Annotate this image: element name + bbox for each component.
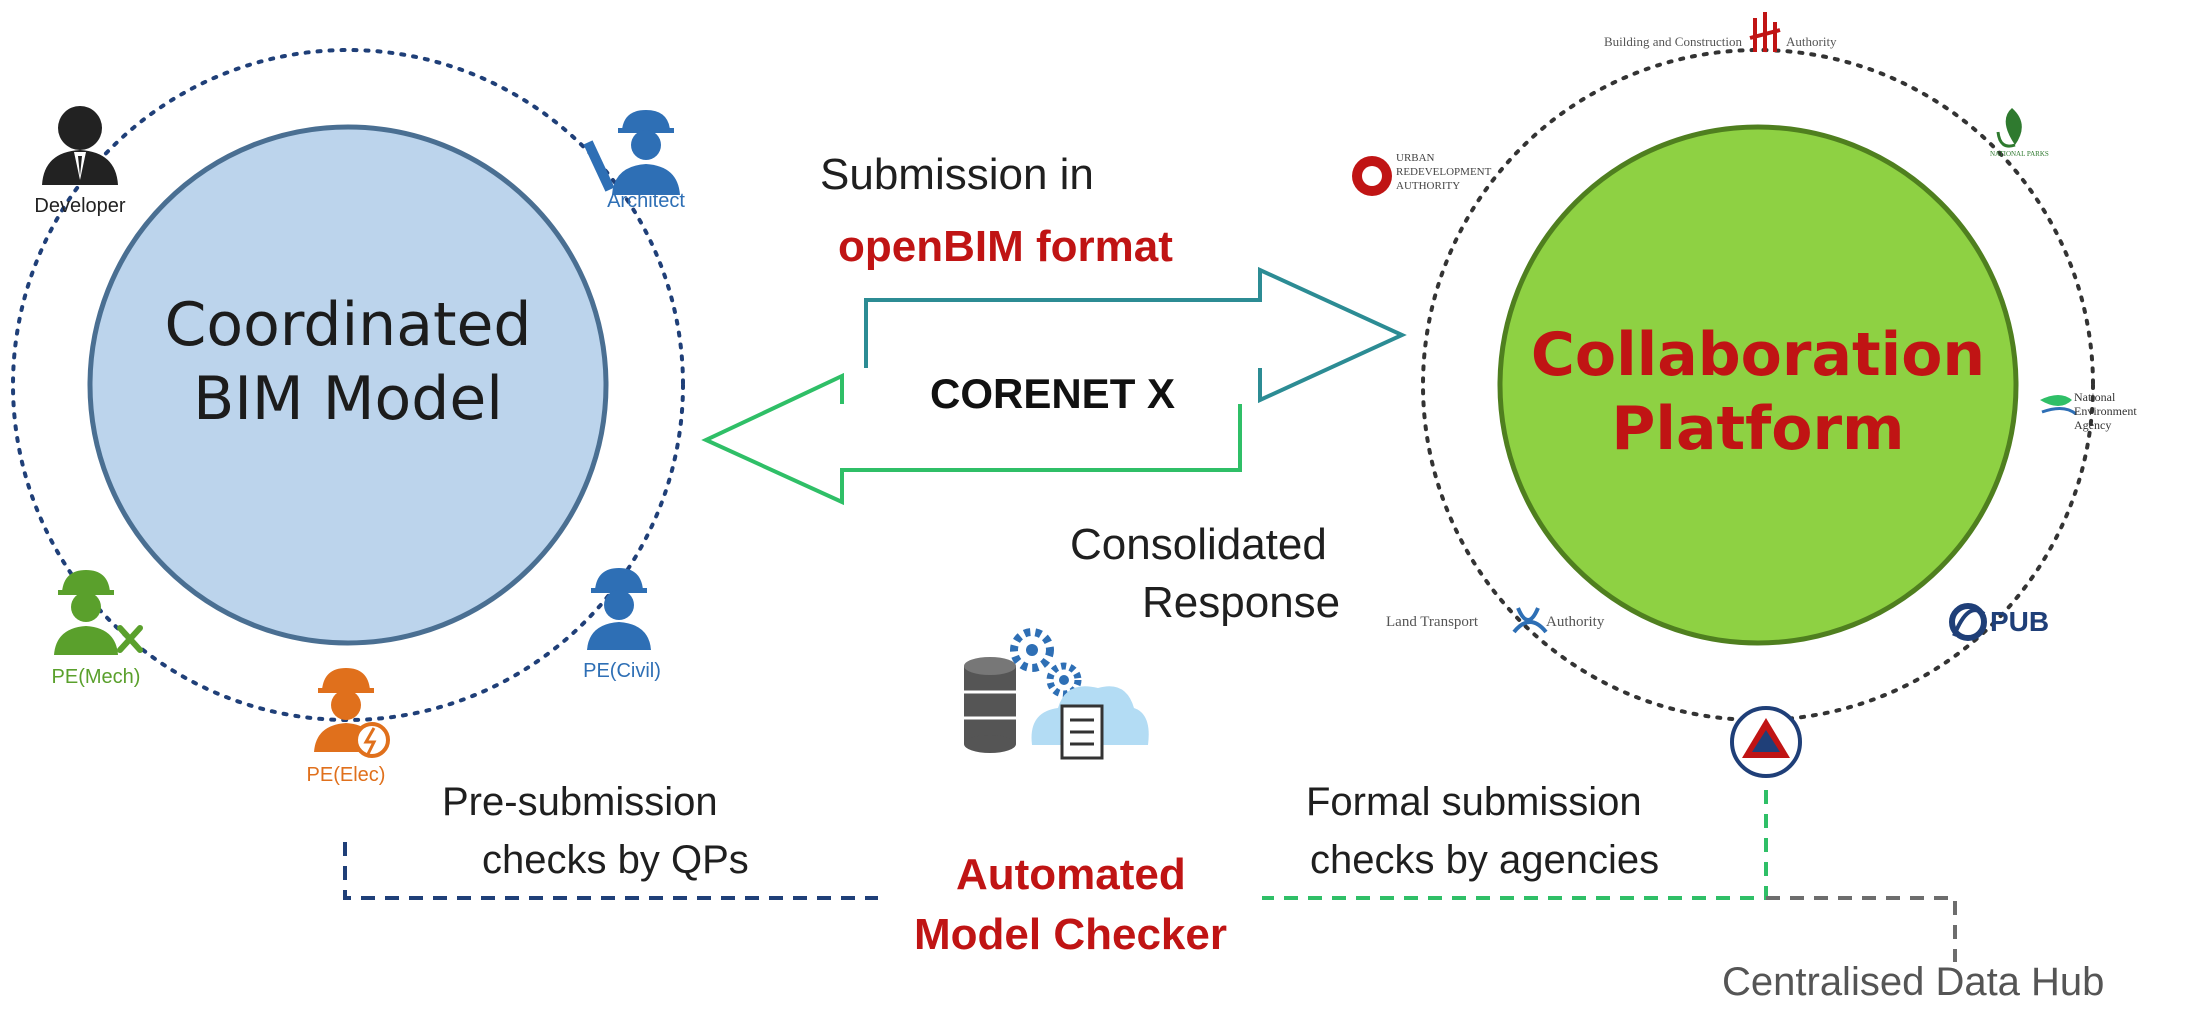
pe-elec-label: PE(Elec) [306, 764, 386, 786]
collaboration-platform-circle [1497, 124, 2019, 646]
architect-icon [583, 110, 680, 195]
pe-mech-icon [54, 570, 143, 655]
left-circle-line1: Coordinated [164, 290, 532, 360]
pub-logo-icon [1949, 603, 1987, 641]
formal-submission-line2: checks by agencies [1310, 838, 1660, 882]
pe-civil-icon [587, 568, 651, 650]
left-orbit-ring [11, 48, 685, 722]
response-arrow [701, 372, 1242, 506]
centralised-data-hub-label: Centralised Data Hub [1722, 960, 2105, 1004]
pe-elec-icon [314, 668, 390, 758]
ura-logo-icon [1352, 156, 1392, 196]
automated-checker-line2: Model Checker [914, 910, 1227, 959]
nea-label-line3: Agency [2074, 418, 2112, 432]
right-circle-line1: Collaboration [1530, 320, 1986, 390]
bca-logo-icon [1749, 12, 1781, 52]
database-icon [964, 657, 1016, 753]
pub-label: PUB [1990, 606, 2050, 637]
pe-mech-label: PE(Mech) [51, 666, 141, 688]
ura-label-line2: REDEVELOPMENT [1396, 166, 1492, 178]
formal-submission-line1: Formal submission [1306, 780, 1642, 824]
pe-civil-label: PE(Civil) [583, 660, 661, 682]
response-label-line2: Response [1142, 578, 1341, 627]
lta-label-right: Authority [1546, 614, 1605, 630]
nea-logo-icon [2040, 395, 2077, 416]
ura-label-line1: URBAN [1396, 152, 1435, 164]
data-hub-dashed-line [1766, 896, 1957, 962]
corenet-x-label: CORENET X [930, 370, 1176, 417]
nea-label-line1: National [2074, 390, 2116, 404]
scdf-logo-icon [1730, 706, 1802, 778]
pre-submission-line2: checks by QPs [482, 838, 749, 882]
submission-label-line2: openBIM format [838, 222, 1173, 271]
automated-checker-line1: Automated [956, 850, 1186, 899]
pre-submission-line1: Pre-submission [442, 780, 718, 824]
nea-label-line2: Environment [2074, 404, 2137, 418]
architect-label: Architect [607, 190, 685, 212]
nparks-logo-icon [1996, 108, 2022, 148]
checklist-icon [1060, 704, 1104, 760]
lta-logo-icon [1512, 607, 1548, 634]
coordinated-bim-model-label: Coordinated BIM Model [108, 288, 588, 436]
pre-submission-dashed-line [343, 842, 878, 900]
bca-label-right: Authority [1786, 34, 1837, 49]
collaboration-platform-label: Collaboration Platform [1518, 318, 1998, 466]
coordinated-bim-model-circle [87, 124, 609, 646]
developer-label: Developer [34, 195, 126, 217]
ura-label-line3: AUTHORITY [1396, 180, 1461, 192]
right-circle-line2: Platform [1611, 394, 1905, 464]
left-circle-line2: BIM Model [193, 364, 503, 434]
response-label-line1: Consolidated [1070, 520, 1327, 569]
gear-icon [1010, 628, 1082, 698]
bca-label-left: Building and Construction [1604, 34, 1742, 49]
nparks-label: NATIONAL PARKS [1990, 150, 2049, 158]
developer-icon [42, 106, 118, 185]
submission-label-line1: Submission in [820, 150, 1094, 199]
lta-label-left: Land Transport [1386, 614, 1479, 630]
submission-arrow [864, 266, 1407, 404]
